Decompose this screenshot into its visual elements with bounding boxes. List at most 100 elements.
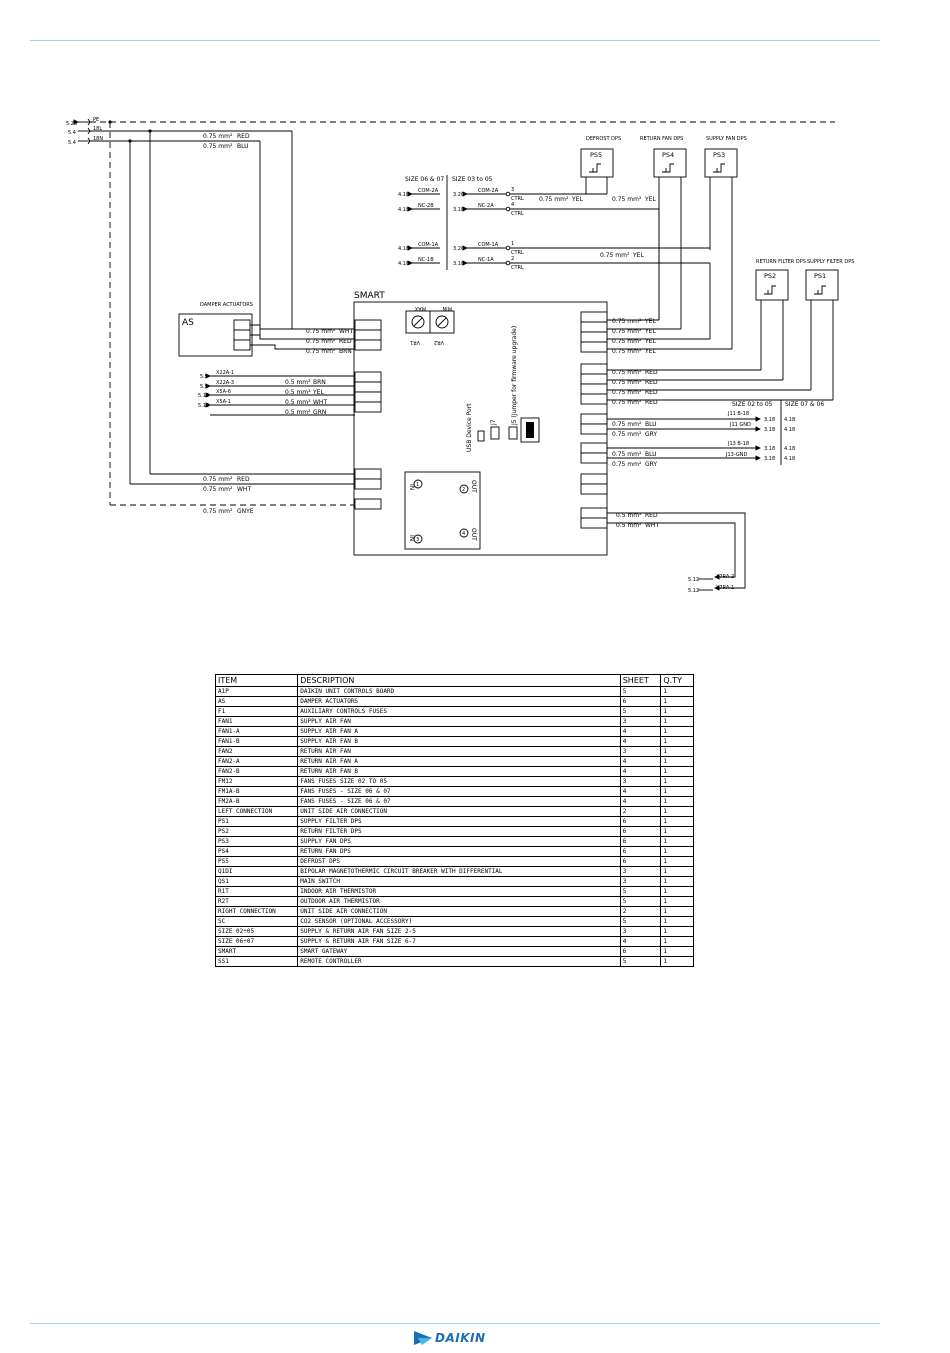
usb-label: USB Device Port <box>466 403 473 452</box>
legend-cell-qty: 1 <box>660 946 694 957</box>
dps-sensors: DEFROST DPS RETURN FAN DPS SUPPLY FAN DP… <box>580 136 854 401</box>
svg-text:0.75 mm²: 0.75 mm² <box>612 451 642 458</box>
vr1-label: VR1 <box>410 339 420 345</box>
legend-cell-description: SUPPLY & RETURN AIR FAN SIZE 6-7 <box>297 936 621 947</box>
legend-header-row: ITEM DESCRIPTION SHEET Q.TY <box>214 674 694 687</box>
legend-cell-item: FAN2 <box>214 746 299 757</box>
wire-color: WHT <box>339 328 353 335</box>
svg-text:J11 GND: J11 GND <box>729 422 751 428</box>
j7-label: J7 <box>490 419 497 426</box>
svg-text:WHT: WHT <box>313 399 327 406</box>
svg-text:3.20: 3.20 <box>453 246 464 252</box>
svg-text:3.18: 3.18 <box>764 417 775 423</box>
wire-label: 0.75 mm² <box>306 328 336 335</box>
svg-text:CTRL: CTRL <box>511 265 524 271</box>
legend-cell-qty: 1 <box>660 916 694 927</box>
svg-text:0.75 mm²: 0.75 mm² <box>612 338 642 345</box>
legend-cell-sheet: 5 <box>619 896 662 907</box>
legend-cell-item: FM12 <box>214 776 299 787</box>
legend-header-sheet: SHEET <box>619 674 662 687</box>
legend-cell-qty: 1 <box>660 706 694 717</box>
io-out: OUT <box>470 528 477 541</box>
svg-text:X22A-3: X22A-3 <box>216 380 234 386</box>
svg-text:GRN: GRN <box>313 409 326 416</box>
svg-text:J13-GND: J13-GND <box>725 452 747 458</box>
ps2-box <box>755 269 789 301</box>
ps3-tag: PS3 <box>713 151 725 159</box>
legend-cell-item: FM1A-B <box>214 786 299 797</box>
svg-text:3.18: 3.18 <box>764 456 775 462</box>
legend-cell-qty: 1 <box>660 736 694 747</box>
legend-cell-sheet: 4 <box>619 736 662 747</box>
legend-cell-description: RETURN FILTER DPS <box>297 826 621 837</box>
legend-cell-item: SMART <box>214 946 299 957</box>
legend-cell-description: UNIT SIDE AIR CONNECTION <box>297 806 621 817</box>
legend-cell-description: DAMPER ACTUATORS <box>297 696 621 707</box>
dps-header: RETURN FILTER DPS <box>756 259 806 265</box>
svg-text:5.9: 5.9 <box>200 384 208 390</box>
svg-text:J11 B-18: J11 B-18 <box>727 411 749 417</box>
svg-text:1: 1 <box>511 241 514 247</box>
legend-cell-qty: 1 <box>660 806 694 817</box>
ps4-tag: PS4 <box>662 151 674 159</box>
legend-cell-description: RETURN FAN DPS <box>297 846 621 857</box>
supply-wire-l: 18L <box>93 126 102 132</box>
svg-text:0.75 mm²: 0.75 mm² <box>612 389 642 396</box>
size-right-b: SIZE 07 & 06 <box>785 401 824 408</box>
legend-cell-qty: 1 <box>660 896 694 907</box>
legend-cell-sheet: 6 <box>619 836 662 847</box>
svg-text:0.75 mm²: 0.75 mm² <box>612 328 642 335</box>
legend-cell-item: R2T <box>214 896 299 907</box>
ctrl-connections: SIZE 06 & 07 SIZE 03 to 05 4.18 COM-2A 3… <box>398 175 711 339</box>
svg-text:GNYE: GNYE <box>237 508 254 515</box>
svg-text:0.5 mm²: 0.5 mm² <box>285 389 311 396</box>
legend-cell-item: LEFT CONNECTION <box>214 806 299 817</box>
legend-cell-qty: 1 <box>660 846 694 857</box>
legend-cell-sheet: 5 <box>619 706 662 717</box>
svg-text:WHT: WHT <box>237 486 251 493</box>
svg-text:CTRL: CTRL <box>511 211 524 217</box>
svg-text:RED: RED <box>645 369 658 376</box>
legend-cell-description: REMOTE CONTROLLER <box>297 956 621 967</box>
svg-text:0.5 mm²: 0.5 mm² <box>285 399 311 406</box>
io-c3: 3 <box>416 537 419 543</box>
legend-cell-description: BIPOLAR MAGNETOTHERMIC CIRCUIT BREAKER W… <box>297 866 621 877</box>
legend-cell-description: RETURN AIR FAN <box>297 746 621 757</box>
svg-text:YEL: YEL <box>644 348 656 355</box>
svg-text:CTRL: CTRL <box>511 250 524 256</box>
legend-cell-item: SS1 <box>214 956 299 967</box>
svg-text:4.18: 4.18 <box>784 417 795 423</box>
svg-text:4.18: 4.18 <box>784 456 795 462</box>
svg-text:J13 B-18: J13 B-18 <box>727 441 749 447</box>
vr2-label: VR2 <box>434 339 444 345</box>
legend-cell-sheet: 4 <box>619 786 662 797</box>
right-wires: 0.75 mm² YEL 0.75 mm² YEL 0.75 mm² YEL 0… <box>607 211 824 594</box>
legend-cell-sheet: 5 <box>619 886 662 897</box>
wire-label: 0.75 mm² <box>203 133 233 140</box>
legend-cell-qty: 1 <box>660 826 694 837</box>
svg-text:3.18: 3.18 <box>453 207 464 213</box>
svg-text:5.12: 5.12 <box>688 588 699 594</box>
legend-cell-sheet: 6 <box>619 816 662 827</box>
io-in: IN <box>408 484 415 490</box>
svg-text:2: 2 <box>511 256 514 262</box>
legend-cell-qty: 1 <box>660 766 694 777</box>
ctrl-row-1: 4.18 NC-2B 3.18 NC-2A 4 CTRL <box>398 202 659 217</box>
svg-text:X22A-1: X22A-1 <box>216 370 234 376</box>
legend-cell-item: PS1 <box>214 816 299 827</box>
svg-text:5.15: 5.15 <box>198 393 209 399</box>
svg-text:5.15: 5.15 <box>198 403 209 409</box>
size-header: SIZE 06 & 07 <box>405 176 444 183</box>
svg-text:0.75 mm²: 0.75 mm² <box>612 421 642 428</box>
svg-text:X7RA-1: X7RA-1 <box>716 585 734 591</box>
